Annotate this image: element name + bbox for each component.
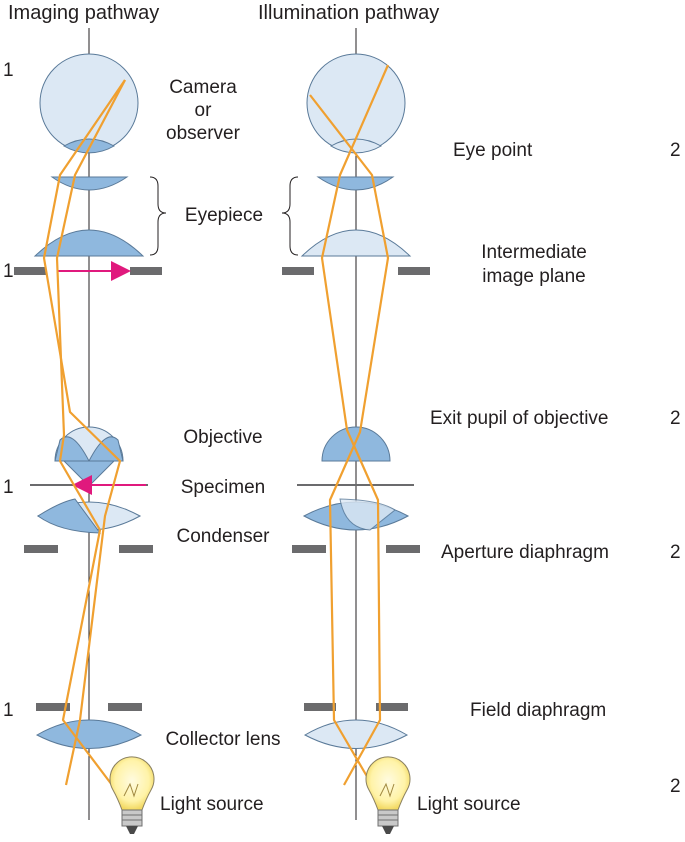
title-imaging-pathway: Imaging pathway (8, 2, 159, 24)
number-right-exit-pupil: 2 (670, 408, 681, 429)
light-bulb-left (109, 756, 155, 834)
collector-lens-left (35, 719, 143, 749)
number-left-intermediate: 1 (3, 261, 14, 282)
left-pathway (14, 53, 162, 786)
intermediate-diaphragm-right-a (282, 267, 314, 275)
label-collector-lens: Collector lens (165, 729, 280, 750)
label-image-plane: image plane (482, 266, 586, 287)
number-left-camera: 1 (3, 60, 14, 81)
number-left-specimen: 1 (3, 477, 14, 498)
label-objective: Objective (183, 427, 262, 448)
field-diaphragm-right-b (376, 703, 408, 711)
aperture-diaphragm-left-a (24, 545, 58, 553)
objective-cone-left (62, 460, 116, 487)
number-right-light-source: 2 (670, 776, 681, 797)
label-specimen: Specimen (181, 477, 266, 498)
aperture-diaphragm-left-b (119, 545, 153, 553)
aperture-diaphragm-right-a (292, 545, 326, 553)
title-illumination-pathway: Illumination pathway (258, 2, 439, 24)
intermediate-diaphragm-left-a (14, 267, 46, 275)
objective-lens-right (321, 426, 391, 462)
label-exit-pupil: Exit pupil of objective (430, 408, 609, 429)
eyepiece-brace-left (149, 176, 167, 256)
condenser-light-right (339, 498, 396, 531)
collector-lens-right (303, 719, 409, 749)
label-camera: Camera (169, 77, 237, 98)
label-field-diaphragm: Field diaphragm (470, 700, 606, 721)
imaging-ray-b (55, 79, 126, 786)
field-diaphragm-right-a (304, 703, 336, 711)
eyepiece-eye-lens-left (50, 176, 129, 191)
label-eyepiece: Eyepiece (185, 205, 263, 226)
label-intermediate: Intermediate (481, 242, 587, 263)
label-aperture-diaphragm: Aperture diaphragm (441, 542, 609, 563)
label-light-source-left: Light source (160, 794, 264, 815)
number-left-field: 1 (3, 700, 14, 721)
eye-lens-right (329, 138, 383, 154)
imaging-ray-a (42, 79, 126, 786)
eyepiece-eye-lens-right (316, 176, 395, 191)
label-condenser: Condenser (177, 526, 271, 547)
label-camera-or: or (195, 100, 213, 121)
right-pathway (282, 53, 430, 786)
label-light-source-right: Light source (417, 794, 521, 815)
eyepiece-field-lens-left (33, 229, 145, 257)
field-diaphragm-left-a (36, 703, 70, 711)
illumination-ray-a (309, 94, 390, 786)
label-eye-point: Eye point (453, 140, 533, 161)
aperture-diaphragm-right-b (386, 545, 420, 553)
field-diaphragm-left-b (108, 703, 142, 711)
illumination-ray-b (320, 64, 390, 786)
label-camera-observer: observer (166, 123, 241, 144)
intermediate-diaphragm-right-b (398, 267, 430, 275)
intermediate-diaphragm-left-b (130, 267, 162, 275)
number-right-eye-point: 2 (670, 140, 681, 161)
eyepiece-brace-right (281, 176, 299, 256)
eyepiece-field-lens-right (300, 229, 412, 257)
number-right-aperture: 2 (670, 542, 681, 563)
eye-left (39, 53, 139, 153)
light-bulb-right (365, 756, 411, 834)
objective-blue-left (54, 436, 124, 463)
